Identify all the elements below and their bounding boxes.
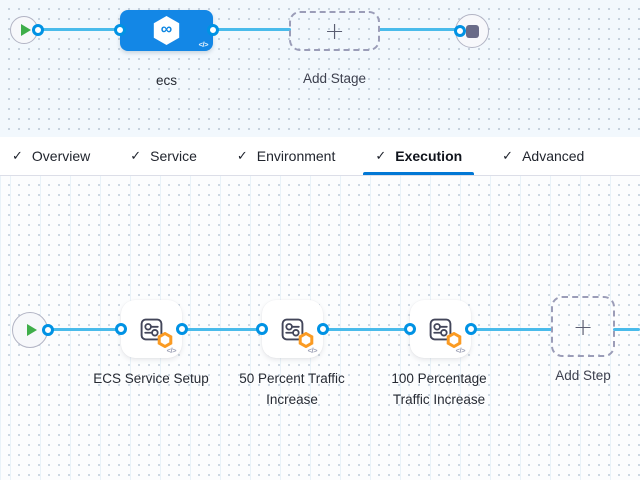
connector-port — [207, 24, 219, 36]
connector-port — [317, 323, 329, 335]
add-stage-label: Add Stage — [302, 71, 367, 86]
connector-line — [48, 328, 122, 331]
tab-service[interactable]: ✓ Service — [118, 137, 209, 175]
tab-label: Environment — [256, 148, 336, 164]
check-icon: ✓ — [130, 148, 142, 163]
tab-advanced[interactable]: ✓ Advanced — [490, 137, 596, 175]
connector-line — [469, 328, 553, 331]
connector-line — [181, 328, 264, 331]
connector-port — [465, 323, 477, 335]
execution-graph-canvas: </> ECS Service Setup </> 50 Percent Tra… — [0, 176, 640, 480]
tab-label: Overview — [31, 148, 91, 164]
connector-line — [211, 28, 291, 31]
connector-port — [454, 25, 466, 37]
step-label: ECS Service Setup — [93, 371, 209, 386]
add-step-label: Add Step — [555, 368, 611, 383]
plus-icon: + — [324, 17, 345, 45]
tab-overview[interactable]: ✓ Overview — [0, 137, 102, 175]
code-view-icon: </> — [307, 346, 318, 355]
connector-line — [321, 328, 412, 331]
add-stage-button[interactable]: + — [289, 11, 380, 51]
connector-port — [114, 24, 126, 36]
connector-port — [176, 323, 188, 335]
step-node-ecs-service-setup[interactable]: </> — [121, 300, 182, 358]
step-settings-icon — [140, 318, 163, 340]
step-label: 100 Percentage Traffic Increase — [391, 371, 487, 407]
check-icon: ✓ — [12, 148, 23, 163]
step-settings-icon — [429, 318, 452, 340]
code-view-icon: </> — [455, 346, 466, 355]
connector-port — [404, 323, 416, 335]
stage-config-tabbar: ✓ Overview ✓ Service ✓ Environment ✓ Exe… — [0, 137, 640, 176]
stage-label: ecs — [155, 73, 177, 88]
code-view-icon: </> — [198, 40, 209, 49]
step-label: 50 Percent Traffic Increase — [239, 371, 345, 407]
connector-port — [115, 323, 127, 335]
connector-port — [32, 24, 44, 36]
plus-icon: + — [572, 312, 594, 341]
step-settings-icon — [281, 318, 304, 340]
code-view-icon: </> — [166, 346, 177, 355]
play-icon — [26, 324, 37, 336]
check-icon: ✓ — [236, 148, 248, 163]
connector-port — [42, 324, 54, 336]
cd-hexagon-icon: ∞ — [153, 16, 180, 45]
step-node-50-percent-traffic[interactable]: </> — [262, 300, 323, 358]
check-icon: ✓ — [502, 148, 514, 163]
stage-node-ecs[interactable]: ∞ </> — [120, 10, 213, 51]
tab-execution[interactable]: ✓ Execution — [363, 137, 474, 175]
connector-line — [378, 28, 458, 31]
connector-port — [256, 323, 268, 335]
step-node-100-percentage-traffic[interactable]: </> — [410, 300, 471, 358]
tab-label: Service — [150, 148, 197, 164]
tab-label: Advanced — [522, 148, 585, 164]
stage-graph-canvas: ∞ </> ecs + Add Stage — [0, 0, 640, 137]
check-icon: ✓ — [375, 148, 387, 163]
tab-label: Execution — [395, 148, 463, 164]
play-icon — [20, 24, 31, 36]
tab-environment[interactable]: ✓ Environment — [225, 137, 348, 175]
aws-hexagon-badge-icon — [157, 332, 172, 348]
connector-line — [38, 28, 122, 31]
aws-hexagon-badge-icon — [446, 332, 461, 348]
add-step-button[interactable]: + — [551, 296, 615, 357]
stop-icon — [465, 24, 479, 38]
aws-hexagon-badge-icon — [298, 332, 313, 348]
connector-line — [613, 328, 640, 331]
